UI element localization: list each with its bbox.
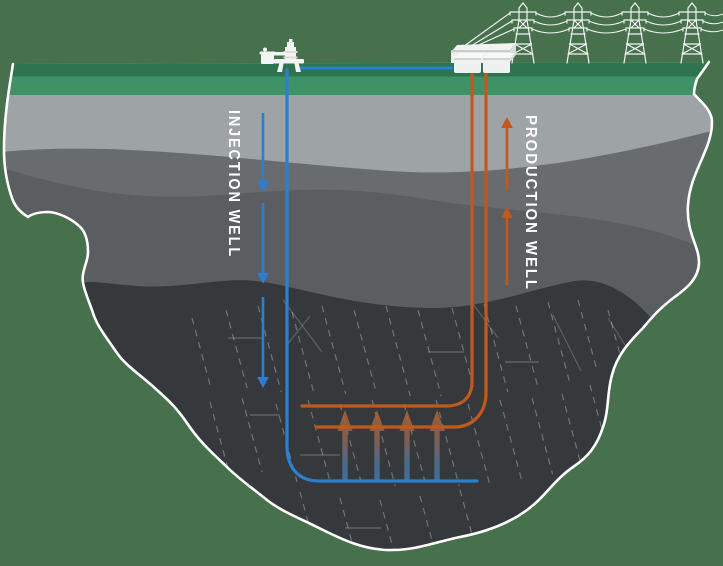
- power-line-icon: [590, 12, 623, 18]
- injection-arrow-icon: [257, 297, 269, 388]
- fracture-line: [339, 497, 355, 551]
- power-line-icon: [704, 12, 723, 17]
- fracture-line: [547, 301, 571, 383]
- fracture-line: [241, 397, 263, 473]
- well-pipes: [285, 66, 488, 483]
- land-outline: [2, 60, 714, 552]
- power-line-icon: [586, 28, 627, 34]
- production-well-label: PRODUCTION WELL: [522, 115, 539, 291]
- fracture-line: [435, 399, 460, 487]
- injection-well-label: INJECTION WELL: [225, 110, 242, 258]
- transmission-tower-icon: [564, 2, 592, 64]
- fracture-line: [225, 309, 248, 389]
- fracture-line: [285, 315, 311, 347]
- power-line-icon: [647, 12, 680, 18]
- fracture-line: [282, 299, 323, 353]
- production-flow-arrows: [501, 117, 513, 285]
- power-line-icon: [702, 20, 723, 25]
- fracture-line: [307, 399, 331, 483]
- fracture-line: [451, 307, 476, 393]
- transmission-tower-icon: [621, 2, 649, 64]
- surface-front-face: [4, 76, 712, 95]
- fracture-line: [417, 309, 442, 397]
- injection-arrow-icon: [257, 113, 269, 192]
- production-arrow-icon: [501, 207, 513, 285]
- fracture-pattern: [189, 299, 640, 551]
- injection-pipe: [285, 68, 479, 483]
- fracture-line: [321, 305, 347, 395]
- power-line-icon: [700, 28, 723, 33]
- fracture-line: [291, 311, 315, 393]
- fracture-line: [531, 397, 554, 475]
- power-line-icon: [643, 28, 684, 34]
- power-line-icon: [533, 20, 568, 26]
- production-pipe-outer: [314, 68, 488, 429]
- fracture-line: [467, 403, 491, 487]
- fracture-line: [499, 399, 523, 481]
- plant-cable-icon: [465, 20, 513, 50]
- surface-top-face: [4, 62, 712, 77]
- power-lines: [459, 12, 723, 50]
- injection-wellhead-icon: [259, 39, 304, 72]
- fracture-line: [379, 499, 396, 551]
- fracture-line: [515, 305, 539, 389]
- fracture-line: [353, 309, 378, 395]
- fracture-line: [552, 314, 582, 372]
- power-line-icon: [535, 12, 566, 18]
- power-line-icon: [588, 20, 625, 26]
- injection-arrow-icon: [257, 203, 269, 284]
- power-line-icon: [645, 20, 682, 26]
- fracture-line: [469, 299, 499, 339]
- production-pipe-inner: [300, 68, 474, 408]
- hot-rock-reservoir: [83, 280, 656, 551]
- production-arrow-icon: [501, 117, 513, 190]
- fracture-line: [459, 489, 473, 537]
- plant-cable-icon: [459, 12, 511, 50]
- injection-flow-arrows: [257, 113, 269, 388]
- fracture-line: [483, 303, 509, 393]
- fracture-line: [385, 305, 411, 397]
- power-plant-icon: [451, 43, 516, 73]
- fracture-line: [419, 495, 435, 547]
- fracture-line: [209, 401, 228, 467]
- transmission-tower-icon: [678, 2, 706, 64]
- power-line-icon: [531, 28, 570, 34]
